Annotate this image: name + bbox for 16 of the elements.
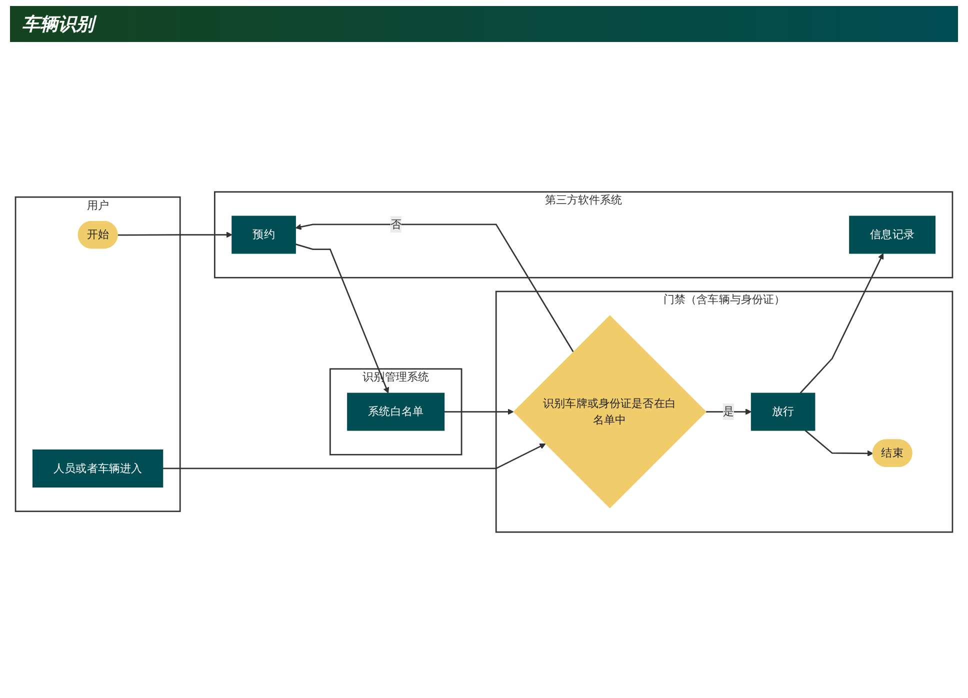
diagram-title: 车辆识别: [10, 6, 958, 42]
node-box: 系统白名单: [347, 392, 445, 431]
arrow: [444, 408, 514, 415]
arrow: [804, 430, 874, 456]
arrow: [295, 224, 574, 352]
arrow: [295, 244, 390, 394]
node-box: 人员或者车辆进入: [32, 449, 164, 488]
node-box: 预约: [232, 216, 296, 254]
arrow: [800, 253, 884, 394]
arrow: [162, 444, 546, 470]
edge-label: 是: [722, 404, 734, 418]
arrow: [118, 232, 232, 238]
node-box: 放行: [750, 392, 816, 431]
edge-label: 否: [390, 217, 402, 231]
node-box: 信息记录: [849, 216, 936, 254]
node-diamond: 识别车牌或身份证是否在白名单中: [513, 315, 706, 508]
